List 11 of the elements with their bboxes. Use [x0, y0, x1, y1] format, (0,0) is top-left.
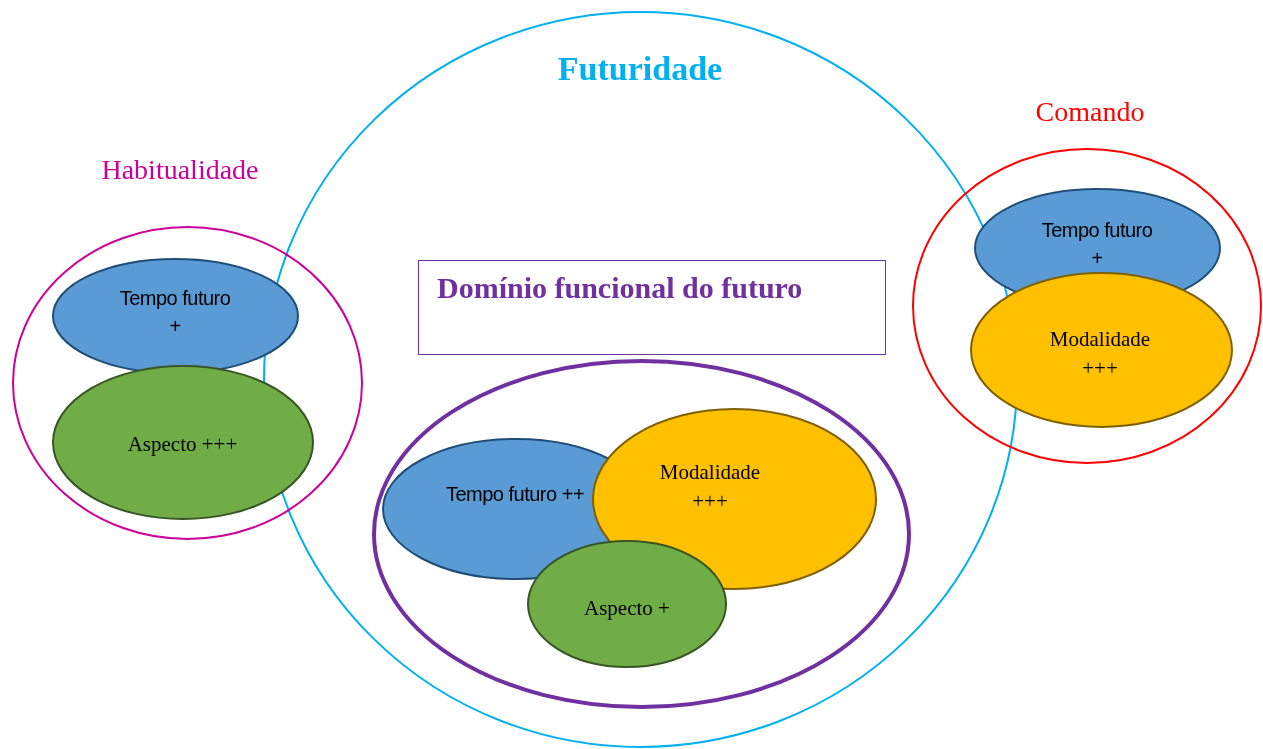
ellipse-label: Aspecto +++	[126, 431, 239, 458]
group-heading: Habitualidade	[100, 153, 260, 187]
group-heading: Futuridade	[556, 49, 724, 89]
ellipse-label: Aspecto +	[583, 595, 671, 622]
heading-box: Domínio funcional do futuro	[418, 260, 886, 355]
group-heading: Comando	[1034, 95, 1146, 129]
ellipse-label: Tempo futuro ++	[444, 482, 586, 507]
ellipse-label: Tempo futuro +	[1040, 218, 1154, 271]
ellipse-label: Tempo futuro +	[118, 286, 232, 339]
ellipse-label: Modalidade +++	[658, 459, 762, 516]
ellipse-label: Modalidade +++	[1048, 326, 1152, 383]
